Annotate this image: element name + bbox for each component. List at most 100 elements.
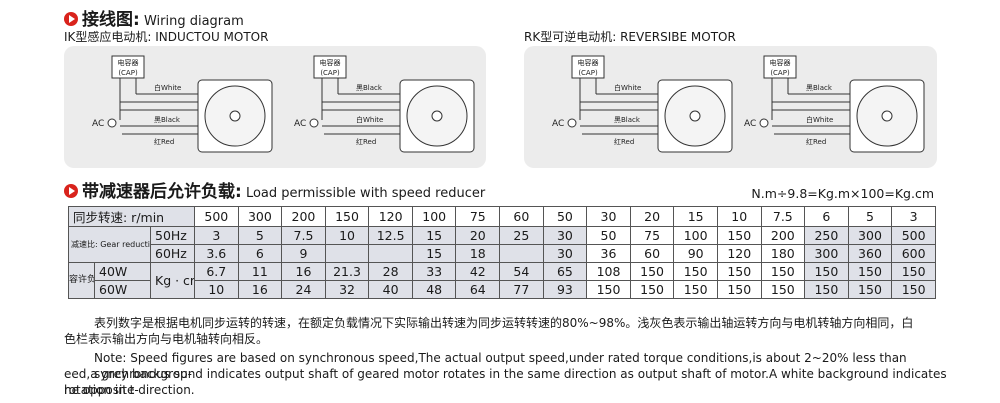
table-cell: 180	[760, 244, 806, 263]
table-cell: 16	[281, 262, 326, 281]
table-cell: 12.5	[368, 226, 413, 245]
table-cell: 150	[804, 280, 849, 299]
load-title-zh: 带减速器后允许负载:	[82, 182, 242, 202]
play-marker-icon	[64, 184, 78, 198]
cap-en: (CAP)	[770, 69, 790, 77]
wire-black-label: 黑Black	[614, 116, 641, 124]
table-cell: 150	[716, 226, 762, 245]
table-cell: 250	[804, 226, 849, 245]
table-row-60hz: 60Hz 3.6 6 9 15 18 30 36 60 90 120 180 3…	[69, 244, 936, 263]
table-cell: 11	[237, 262, 283, 281]
table-cell: 16	[237, 280, 283, 299]
wire-red-label: 红Red	[154, 137, 174, 146]
table-cell: 200	[281, 206, 326, 227]
table-cell	[368, 244, 413, 263]
table-cell: 3	[194, 226, 239, 245]
table-cell: 18	[455, 244, 501, 263]
wiring-diagram-4-svg: 电容器 (CAP) 黑Black 白White 红Red AC	[744, 55, 925, 153]
table-cell: 20	[455, 226, 501, 245]
wire-white-label: 白White	[154, 83, 181, 92]
table-cell: 75	[455, 206, 501, 227]
table-cell: 21.3	[324, 262, 370, 281]
gear-ratio-label: 减速比: Gear reduction ratio	[68, 226, 151, 263]
table-cell: 36	[586, 244, 631, 263]
table-cell: 5	[237, 226, 283, 245]
table-cell: 10	[324, 226, 370, 245]
table-cell: 5	[847, 206, 893, 227]
table-cell: 600	[891, 244, 936, 263]
table-cell: 150	[847, 262, 893, 281]
table-cell: 93	[542, 280, 588, 299]
table-cell: 3	[891, 206, 936, 227]
table-cell: 15	[411, 244, 457, 263]
table-row-40w: 容许负载 40W Kg · cm 6.7 11 16 21.3 28 33 42…	[68, 262, 936, 299]
table-cell: 120	[368, 206, 413, 227]
ac-label: AC	[744, 119, 756, 129]
table-cell: 150	[586, 280, 631, 299]
wire-white-label: 白White	[356, 115, 383, 124]
table-cell: 48	[411, 280, 457, 299]
table-cell: 75	[629, 226, 675, 245]
wiring-diagram-1: 电容器 (CAP) 白White 黑Black 红Red AC	[88, 50, 278, 166]
table-cell: 20	[629, 206, 675, 227]
table-cell: 15	[673, 206, 718, 227]
table-cell: 7.5	[760, 206, 806, 227]
table-cell: 32	[324, 280, 370, 299]
wire-red-label: 红Red	[614, 137, 634, 146]
table-cell: 300	[237, 206, 283, 227]
table-cell: 40	[368, 280, 413, 299]
w60-label: 60W	[94, 280, 151, 299]
sync-speed-label: 同步转速: r/min	[67, 206, 196, 227]
table-row-60w: 60W 10 16 24 32 40 48 64 77 93 150 150 1…	[69, 280, 936, 299]
table-cell: 10	[716, 206, 762, 227]
capacitor-box	[571, 55, 605, 79]
unit-label: Kg · cm	[149, 262, 196, 299]
note-en-line-2: eed,a grey background indicates output s…	[64, 367, 947, 397]
table-cell: 42	[455, 262, 501, 281]
table-cell: 15	[411, 226, 457, 245]
capacitor-box	[313, 55, 347, 79]
table-cell: 65	[542, 262, 588, 281]
ac-source-icon	[107, 118, 117, 128]
table-cell: 64	[455, 280, 501, 299]
cap-en: (CAP)	[578, 69, 598, 77]
wire-black-label: 黑Black	[154, 116, 181, 124]
wire-black-label: 黑Black	[806, 84, 833, 92]
wire-white-label: 白White	[806, 115, 833, 124]
table-cell: 300	[847, 226, 893, 245]
table-cell: 300	[804, 244, 849, 263]
ac-source-icon	[567, 118, 577, 128]
note-en-line-3: he opposite direction.	[64, 383, 195, 397]
wire-red-label: 红Red	[356, 137, 376, 146]
table-cell: 150	[324, 206, 370, 227]
hz60-label: 60Hz	[149, 244, 196, 263]
table-cell: 150	[673, 262, 718, 281]
table-cell: 100	[673, 226, 718, 245]
table-cell: 9	[281, 244, 326, 263]
table-cell: 150	[760, 262, 806, 281]
table-cell: 60	[499, 206, 544, 227]
table-cell: 108	[586, 262, 631, 281]
table-cell: 30	[586, 206, 631, 227]
table-cell: 3.6	[194, 244, 239, 263]
table-cell: 30	[542, 226, 588, 245]
load-table: 同步转速: r/min 500 300 200 150 120 100 75 6…	[67, 206, 936, 299]
table-cell: 100	[411, 206, 457, 227]
table-cell	[324, 244, 370, 263]
table-cell: 30	[542, 244, 588, 263]
table-cell: 33	[411, 262, 457, 281]
table-cell: 6	[804, 206, 849, 227]
capacitor-box	[763, 55, 797, 79]
ac-label: AC	[294, 119, 306, 129]
table-cell: 50	[586, 226, 631, 245]
table-cell: 150	[804, 262, 849, 281]
ac-label: AC	[92, 119, 104, 129]
table-cell: 150	[629, 280, 675, 299]
table-cell: 360	[847, 244, 893, 263]
ac-source-icon	[309, 118, 319, 128]
cap-en: (CAP)	[118, 69, 138, 77]
table-cell: 24	[281, 280, 326, 299]
ac-source-icon	[759, 118, 769, 128]
table-cell: 50	[542, 206, 588, 227]
table-cell: 150	[760, 280, 806, 299]
